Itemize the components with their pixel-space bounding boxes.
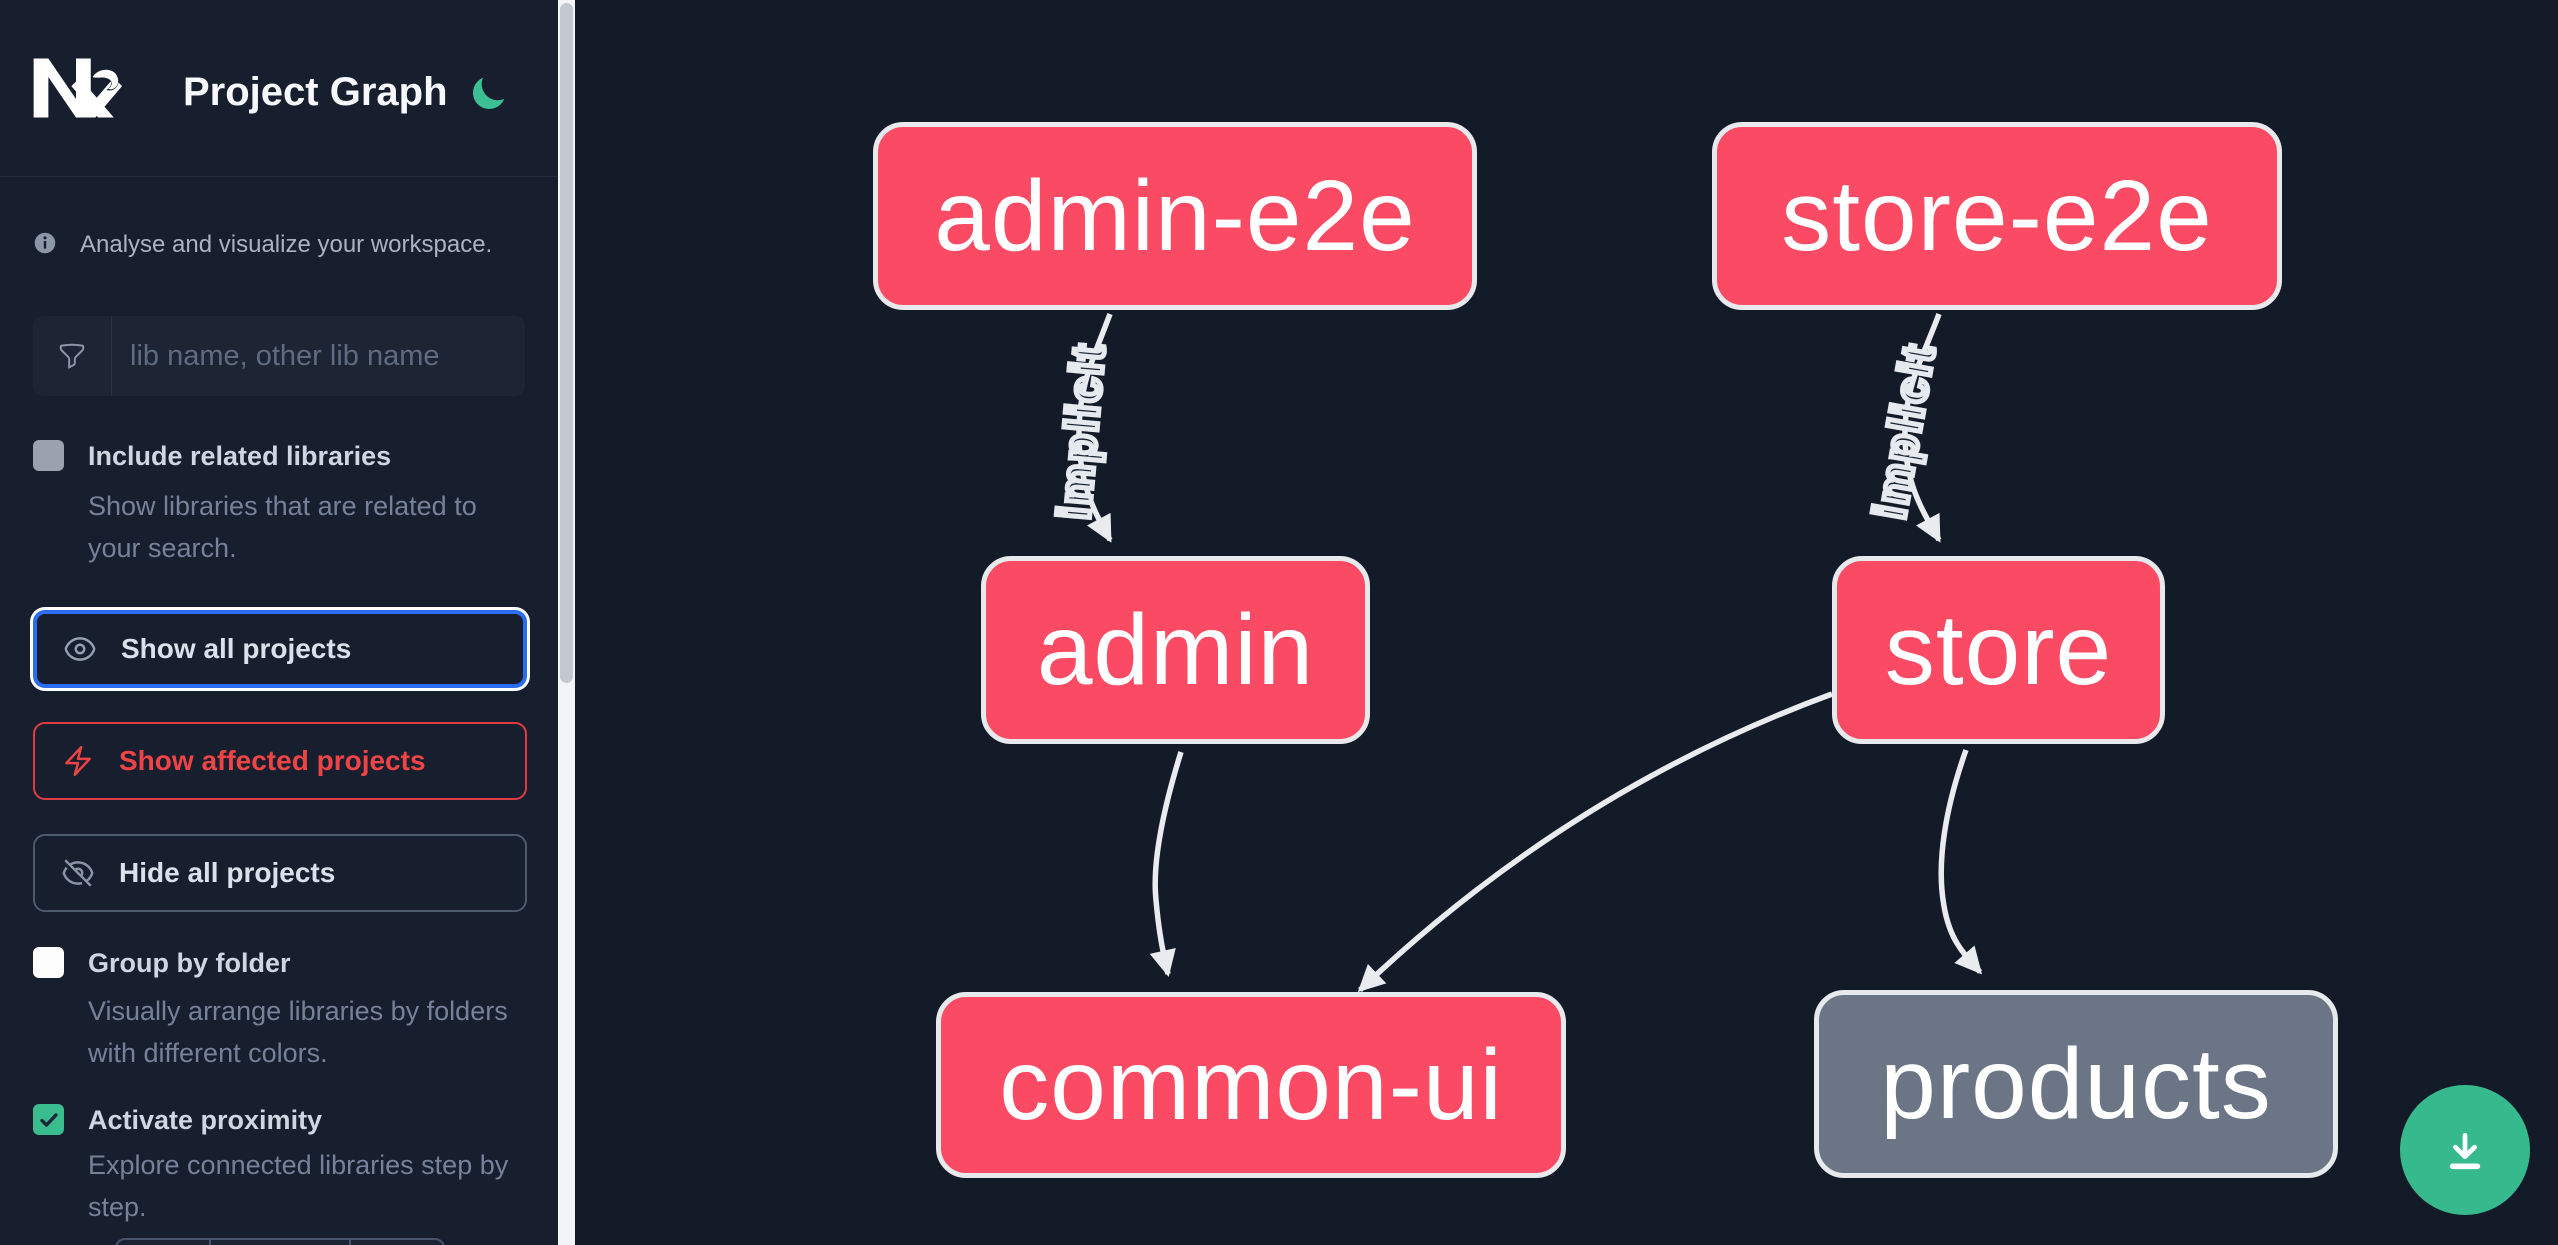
- button-label: Hide all projects: [119, 857, 336, 888]
- node-label: products: [1880, 1027, 2272, 1140]
- option-description: Visually arrange libraries by folders wi…: [88, 996, 508, 1068]
- checkbox[interactable]: [33, 440, 64, 471]
- sidebar: Project Graph Analyse and visualize your…: [0, 0, 558, 1245]
- eye-icon: [64, 637, 96, 661]
- proximity-decrement-button[interactable]: [117, 1240, 209, 1245]
- show-affected-projects-button[interactable]: Show affected projects: [33, 722, 527, 800]
- sidebar-scrollbar-track: [558, 0, 575, 1245]
- option-label: Include related libraries: [88, 441, 392, 471]
- proximity-depth-control: [115, 1238, 445, 1245]
- search-input[interactable]: [112, 316, 525, 396]
- node-label: store: [1884, 593, 2113, 706]
- check-icon: [39, 1112, 58, 1127]
- divider: [0, 176, 558, 177]
- proximity-increment-button[interactable]: [348, 1240, 443, 1245]
- node-label: admin-e2e: [934, 159, 1416, 272]
- search-box: [33, 316, 525, 396]
- hide-all-projects-button[interactable]: Hide all projects: [33, 834, 527, 912]
- moon-icon: [473, 77, 505, 109]
- proximity-value: [209, 1240, 348, 1245]
- show-all-projects-button[interactable]: Show all projects: [33, 610, 527, 688]
- download-graph-button[interactable]: [2400, 1085, 2530, 1215]
- tagline: Analyse and visualize your workspace.: [80, 231, 493, 258]
- download-icon: [2449, 1133, 2481, 1170]
- node-label: store-e2e: [1781, 159, 2213, 272]
- button-label: Show affected projects: [119, 745, 426, 776]
- button-label: Show all projects: [121, 633, 352, 664]
- lightning-bolt-icon: [65, 745, 91, 777]
- checkbox[interactable]: [33, 947, 64, 978]
- option-label: Group by folder: [88, 948, 291, 978]
- theme-toggle-button[interactable]: [468, 74, 508, 114]
- graph-node-common-ui[interactable]: common-ui: [936, 992, 1566, 1178]
- funnel-icon: [33, 316, 112, 396]
- nx-logo: [33, 58, 123, 118]
- graph-node-admin-e2e[interactable]: admin-e2e: [873, 122, 1477, 310]
- info-icon: [34, 232, 56, 254]
- graph-node-store[interactable]: store: [1832, 556, 2165, 744]
- option-description: Show libraries that are related to your …: [88, 491, 477, 563]
- graph-node-admin[interactable]: admin: [981, 556, 1370, 744]
- sidebar-scrollbar-thumb[interactable]: [560, 3, 573, 683]
- option-description: Explore connected libraries step by step…: [88, 1150, 509, 1222]
- page-title: Project Graph: [183, 70, 448, 114]
- graph-node-products[interactable]: products: [1814, 990, 2338, 1178]
- graph-node-store-e2e[interactable]: store-e2e: [1712, 122, 2282, 310]
- node-label: common-ui: [999, 1028, 1503, 1141]
- option-label: Activate proximity: [88, 1105, 323, 1135]
- node-label: admin: [1036, 593, 1315, 706]
- checkbox-checked[interactable]: [33, 1104, 64, 1135]
- eye-slash-icon: [62, 859, 94, 887]
